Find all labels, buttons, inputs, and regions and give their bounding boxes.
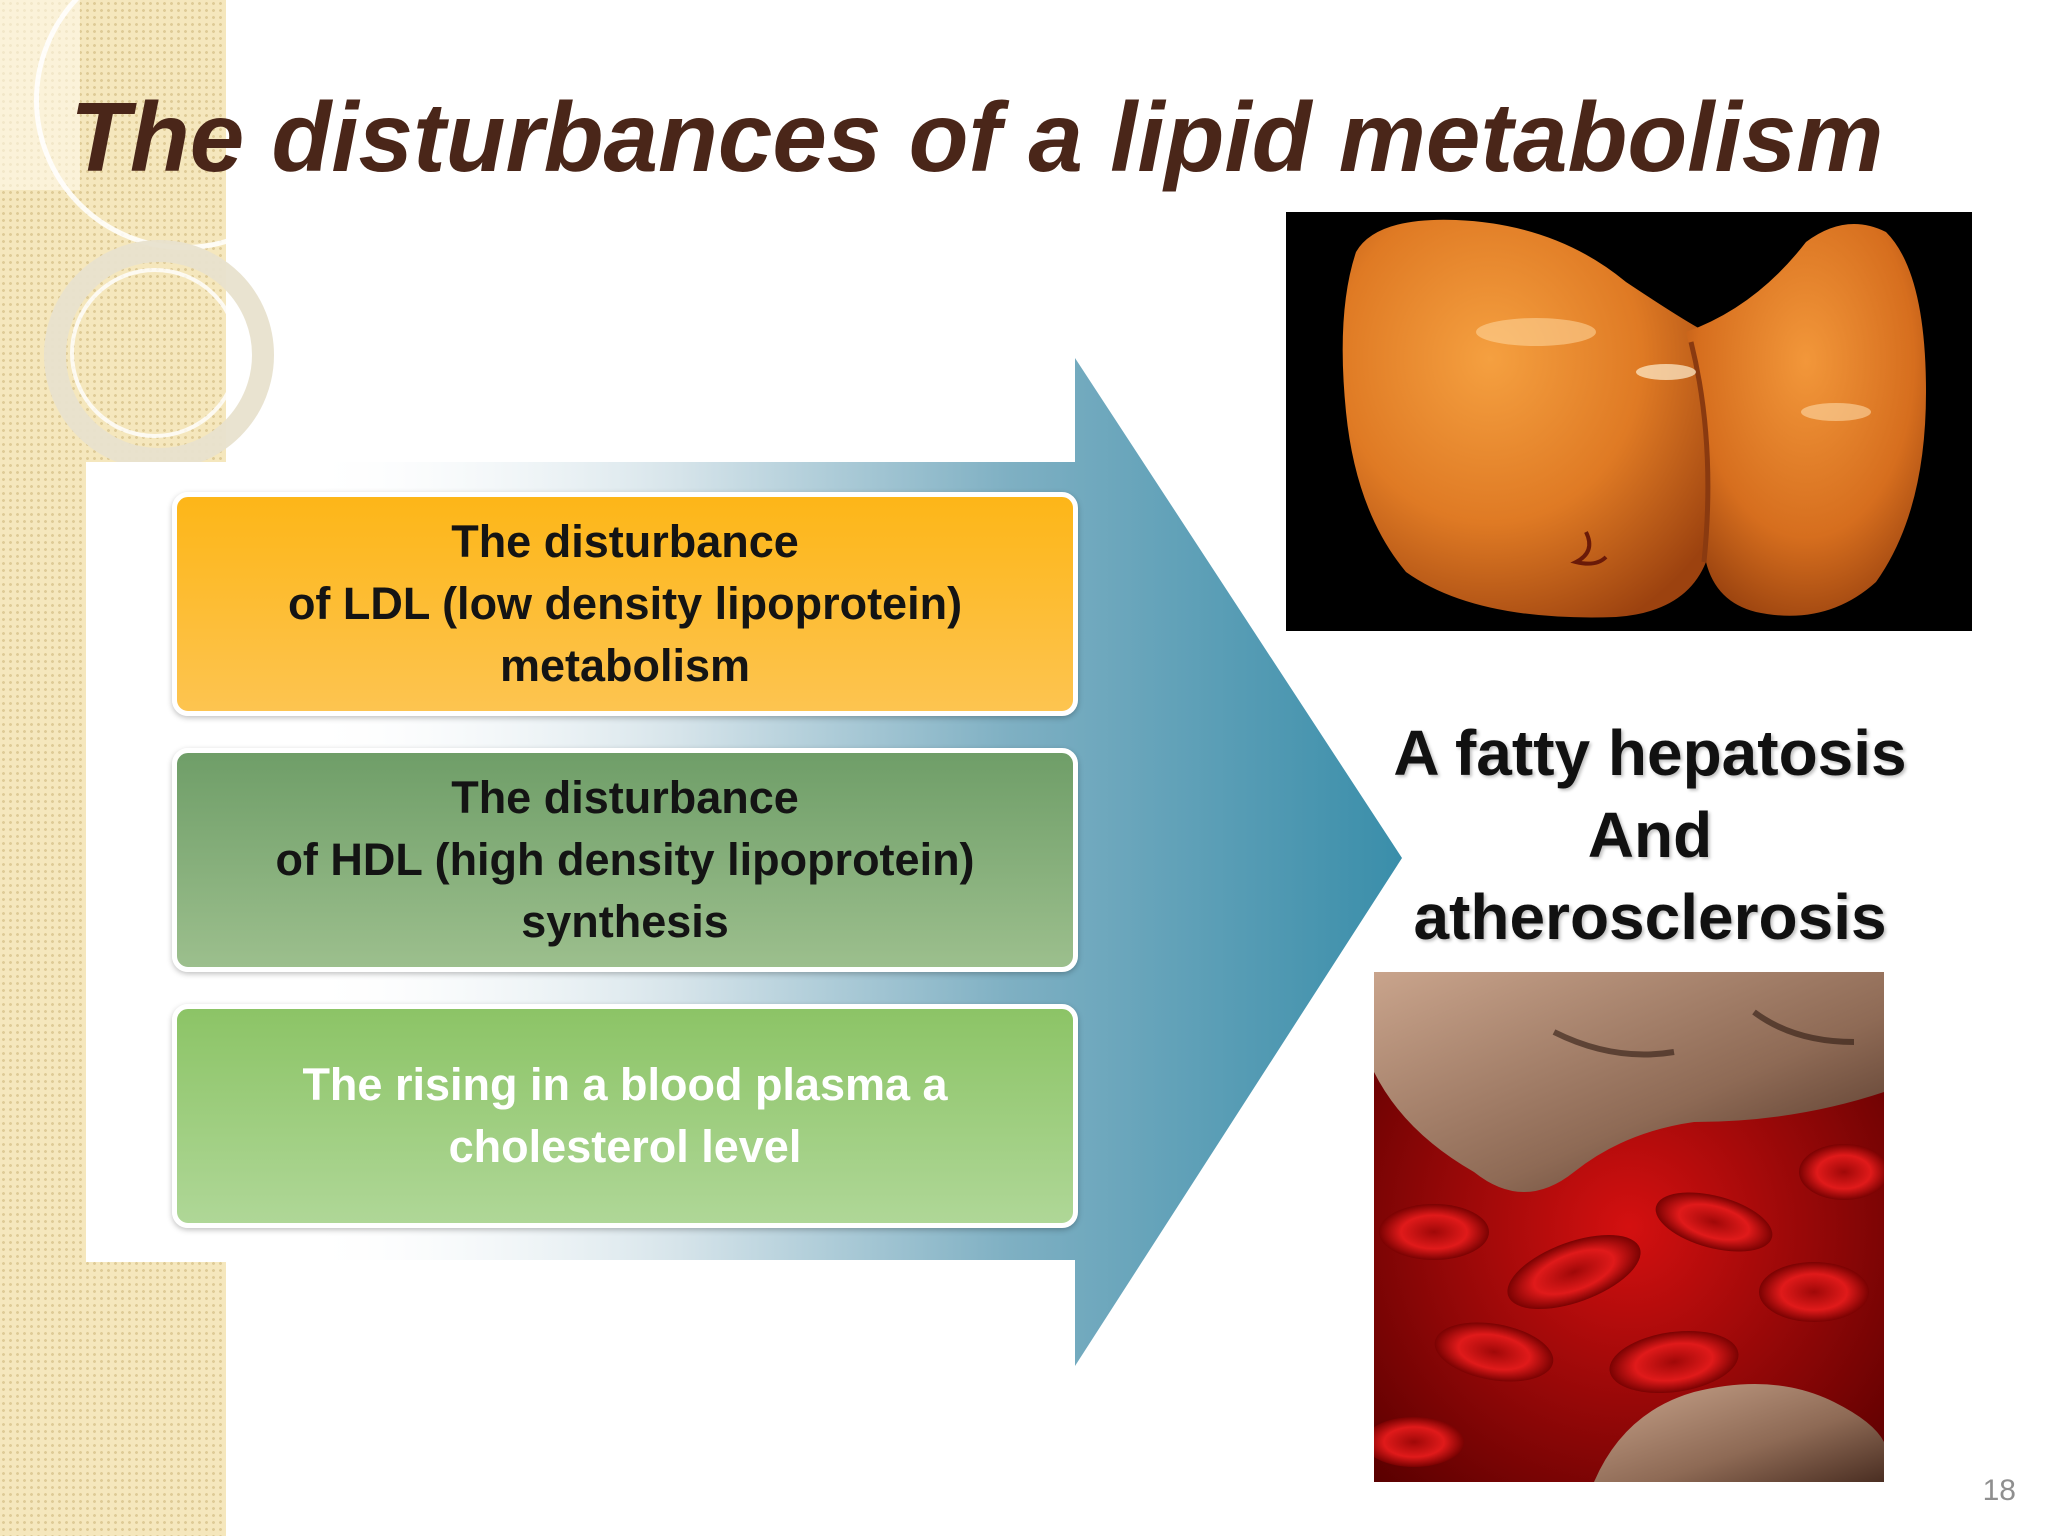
cause-line: metabolism <box>499 640 751 691</box>
fatty-liver-photo <box>1286 212 1972 631</box>
fatty-liver-illustration <box>1286 212 1972 631</box>
cause-text: The disturbance of LDL (low density lipo… <box>240 511 1010 697</box>
slide-title: The disturbances of a lipid metabolism <box>70 82 1884 192</box>
cause-text: The rising in a blood plasma a cholester… <box>254 1054 995 1178</box>
page-number: 18 <box>1982 1474 2016 1507</box>
cause-line: of LDL (low density lipoprotein) <box>287 578 963 629</box>
decorative-ring <box>70 268 240 438</box>
cause-line: synthesis <box>521 896 729 947</box>
cause-box-hdl: The disturbance of HDL (high density lip… <box>172 748 1078 972</box>
cause-text: The disturbance of HDL (high density lip… <box>227 767 1022 953</box>
cause-line: cholesterol level <box>448 1121 802 1172</box>
cause-line: The disturbance <box>451 772 799 823</box>
cause-box-cholesterol: The rising in a blood plasma a cholester… <box>172 1004 1078 1228</box>
cause-box-ldl: The disturbance of LDL (low density lipo… <box>172 492 1078 716</box>
blood-vessel-plaque-photo <box>1374 972 1884 1482</box>
cause-line: The disturbance <box>451 516 799 567</box>
blood-vessel-illustration <box>1374 972 1884 1482</box>
outcome-line: And <box>1587 799 1713 871</box>
outcome-line: A fatty hepatosis <box>1393 717 1907 789</box>
cause-line: The rising in a blood plasma a <box>302 1059 948 1110</box>
cause-line: of HDL (high density lipoprotein) <box>275 834 975 885</box>
outcome-line: atherosclerosis <box>1413 881 1887 953</box>
outcome-label: A fatty hepatosis And atherosclerosis <box>1340 712 1960 958</box>
